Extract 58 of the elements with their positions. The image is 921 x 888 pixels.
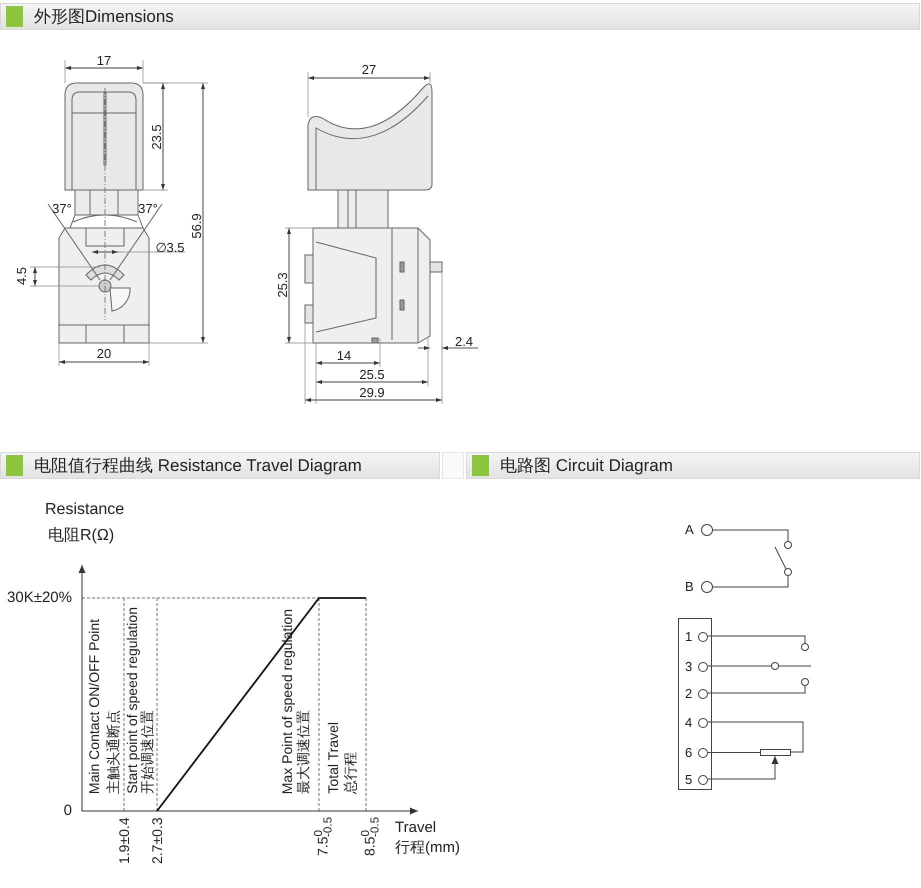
annotation-text: Max Point of speed regulation	[279, 608, 295, 794]
annotation-text: 总行程	[342, 752, 358, 794]
wire	[708, 752, 760, 753]
dimension-label: 29.9	[359, 386, 385, 400]
section-title: 电阻值行程曲线 Resistance Travel Diagram	[34, 456, 362, 476]
section-header-band	[0, 3, 920, 30]
terminal-label: 3	[685, 659, 692, 675]
wire	[708, 636, 806, 644]
dimension-label: 4.5	[15, 266, 29, 286]
dimension-label: 20	[96, 347, 112, 361]
dimension-label: 27	[362, 63, 376, 77]
wire	[708, 686, 806, 694]
axis-title: 电阻R(Ω)	[48, 526, 114, 546]
annotation-text: 主触头通断点	[105, 710, 121, 794]
annotation-text: 最大调速位置	[295, 710, 311, 794]
annotation-text: Main Contact ON/OFF Point	[86, 618, 102, 794]
contact-circle	[801, 643, 809, 651]
contact-circle	[771, 662, 779, 670]
dimension-label: 23.5	[150, 124, 164, 150]
section-header-band	[466, 452, 920, 479]
terminal-label: B	[685, 579, 694, 595]
tick-label: 0	[64, 802, 72, 820]
dimension-label: 25.5	[359, 368, 385, 382]
contact-circle	[801, 678, 809, 686]
contact-circle	[784, 541, 792, 549]
terminal-label: A	[685, 522, 694, 538]
wire	[708, 756, 778, 780]
contact-circle	[784, 568, 792, 576]
section-title: 电路图 Circuit Diagram	[500, 456, 673, 476]
dimension-label: 37°	[52, 202, 72, 216]
axis-title: Resistance	[45, 500, 124, 520]
section-title: 外形图Dimensions	[34, 7, 174, 27]
tick-label: 2.7±0.3	[148, 817, 166, 866]
dimension-label: ∅3.5	[155, 241, 185, 255]
terminal-block	[678, 618, 712, 790]
axis-title: Travel	[395, 819, 436, 837]
tick-label: 1.9±0.4	[115, 817, 133, 866]
potentiometer	[760, 749, 791, 756]
dimension-label: 17	[96, 54, 112, 68]
wire	[712, 530, 788, 542]
annotation-text: Start point of speed regulation	[124, 607, 140, 794]
dimension-label: 2.4	[454, 335, 474, 349]
dimension-label: 25.3	[276, 272, 290, 298]
terminal-label: 5	[685, 772, 692, 788]
annotation-text: Total Travel	[325, 722, 341, 794]
dimension-label: 37°	[138, 202, 158, 216]
terminal-label: 6	[685, 745, 692, 761]
terminal-label: 2	[685, 686, 692, 702]
dimension-label: 14	[336, 349, 352, 363]
section-header-band	[0, 452, 440, 479]
terminal-label: 1	[685, 629, 692, 645]
wire	[708, 722, 804, 752]
terminal-label: 4	[685, 715, 692, 731]
annotation-text: 开始调速位置	[139, 710, 155, 794]
wire	[712, 576, 788, 588]
dimension-label: 56.9	[190, 213, 204, 239]
axis-title: 行程(mm)	[395, 838, 460, 858]
tick-label: 30K±20%	[7, 589, 72, 607]
